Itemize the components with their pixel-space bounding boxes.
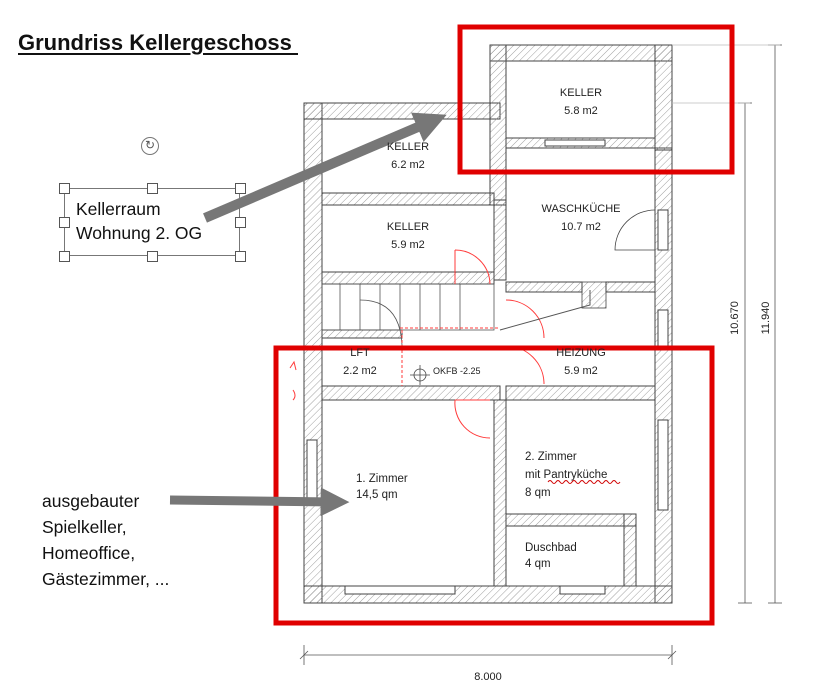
page-title: Grundriss Kellergeschoss [18, 30, 298, 55]
side-note-line-2: Spielkeller, [42, 517, 127, 537]
side-note: ausgebauter Spielkeller, Homeoffice, Gäs… [42, 488, 169, 592]
side-note-line-1: ausgebauter [42, 491, 140, 511]
room-zimmer1-area: 14,5 qm [356, 489, 398, 501]
resize-handle-top-left[interactable] [59, 183, 70, 194]
dimension-lines [299, 44, 782, 665]
chimney [581, 281, 607, 309]
dimension-height-inner-label: 10.670 [729, 301, 741, 335]
room-waschkueche-area: 10.7 m2 [561, 221, 601, 233]
building-walls [303, 44, 673, 604]
room-zimmer2-line2-prefix: mit [525, 469, 544, 481]
side-note-line-3: Homeoffice, [42, 543, 136, 563]
room-keller-middle-left-name: KELLER [387, 221, 429, 233]
room-zimmer2-line1: 2. Zimmer [525, 451, 577, 463]
resize-handle-bottom-left[interactable] [59, 251, 70, 262]
level-label: OKFB -2.25 [433, 366, 481, 376]
resize-handle-middle-right[interactable] [235, 217, 246, 228]
room-heizung-area: 5.9 m2 [564, 365, 598, 377]
room-lift-name: LFT [350, 347, 370, 359]
selected-text-box[interactable]: Kellerraum Wohnung 2. OG [64, 188, 240, 256]
highlight-box-ausbau [273, 345, 715, 626]
resize-handle-top-right[interactable] [235, 183, 246, 194]
dimension-height-outer-label: 11.940 [760, 302, 772, 335]
textbox-line-1: Kellerraum [76, 199, 161, 219]
resize-handle-bottom-center[interactable] [147, 251, 158, 262]
room-zimmer2-area: 8 qm [525, 487, 551, 499]
rotate-handle-icon[interactable]: ↻ [141, 137, 159, 155]
room-keller-top-right-name: KELLER [560, 87, 602, 99]
textbox-line-2: Wohnung 2. OG [76, 223, 203, 243]
room-keller-upper-left-name: KELLER [387, 141, 429, 153]
room-zimmer1-name: 1. Zimmer [356, 473, 408, 485]
resize-handle-middle-left[interactable] [59, 217, 70, 228]
room-zimmer2-line2: mit Pantryküche [525, 469, 607, 481]
room-heizung-name: HEIZUNG [556, 347, 606, 359]
side-note-line-4: Gästezimmer, ... [42, 569, 170, 589]
room-lift-area: 2.2 m2 [343, 365, 377, 377]
room-keller-top-right-area: 5.8 m2 [564, 105, 598, 117]
resize-handle-top-center[interactable] [147, 183, 158, 194]
spellcheck-squiggle [547, 480, 621, 484]
arrow-to-keller [203, 112, 447, 223]
waschkueche-door [614, 209, 656, 251]
staircase [321, 283, 495, 346]
room-zimmer2-spellcheck-word: Pantryküche [544, 469, 608, 481]
room-duschbad-area: 4 qm [525, 558, 551, 570]
room-duschbad-name: Duschbad [525, 542, 577, 554]
dimension-width-label: 8.000 [474, 671, 502, 682]
room-keller-upper-left-area: 6.2 m2 [391, 159, 425, 171]
resize-handle-bottom-right[interactable] [235, 251, 246, 262]
arrow-to-zimmer [169, 487, 350, 517]
highlight-box-keller [457, 24, 735, 175]
room-keller-middle-left-area: 5.9 m2 [391, 239, 425, 251]
room-waschkueche-name: WASCHKÜCHE [541, 203, 620, 215]
lift-symbol [410, 365, 430, 385]
